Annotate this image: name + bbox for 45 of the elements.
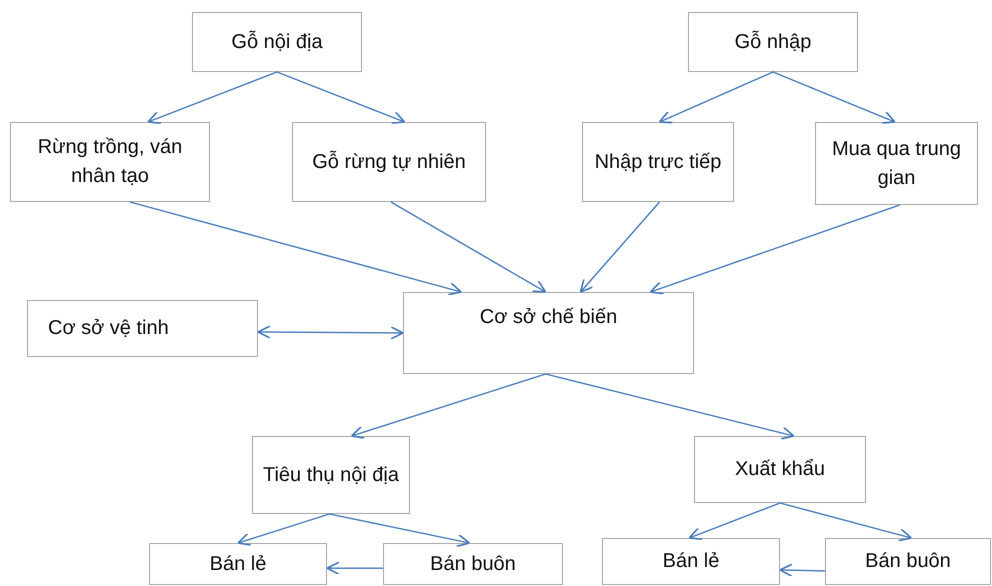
box-label: Tiêu thụ nội địa <box>262 462 399 488</box>
arrow <box>130 201 462 296</box>
box-label: Cơ sở vệ tinh <box>48 316 169 341</box>
arrow <box>580 202 660 293</box>
process-box <box>403 292 694 374</box>
box-label: Gỗ nội địa <box>231 30 323 54</box>
box-label: Rừng trồng, ván nhân tạo <box>36 135 184 189</box>
process-box <box>27 300 258 357</box>
box-label: Gỗ rừng tự nhiên <box>312 150 466 174</box>
process-box <box>582 122 734 202</box>
box-label: Bán lẻ <box>662 549 720 574</box>
box-label: Cơ sở chế biến <box>480 305 618 330</box>
process-box <box>688 12 858 72</box>
arrow <box>350 373 546 439</box>
process-box <box>192 12 362 72</box>
box-label: Bán buôn <box>865 549 951 574</box>
process-box <box>252 436 410 514</box>
arrow <box>650 204 900 295</box>
arrow <box>257 325 404 340</box>
arrow <box>772 71 896 124</box>
arrow <box>326 561 383 576</box>
box-label: Gỗ nhập <box>734 30 812 54</box>
arrow <box>688 502 780 540</box>
arrow <box>237 513 330 546</box>
process-box <box>602 538 780 585</box>
arrow <box>329 513 470 548</box>
box-label: Bán buôn <box>430 552 516 576</box>
process-box <box>292 122 486 202</box>
box-label: Xuất khẩu <box>734 457 826 482</box>
process-box <box>825 538 991 585</box>
process-box <box>10 122 210 202</box>
arrow <box>658 71 774 124</box>
arrow <box>390 201 546 293</box>
box-label: Mua qua trung gian <box>831 136 962 190</box>
arrow <box>779 563 826 578</box>
box-label: Bán lẻ <box>210 552 266 576</box>
process-box <box>815 122 978 205</box>
arrow <box>276 71 406 124</box>
arrow <box>147 71 278 124</box>
arrow <box>780 502 912 542</box>
process-box <box>694 436 866 503</box>
process-box <box>149 543 327 585</box>
arrow <box>545 373 795 440</box>
process-box <box>383 543 563 585</box>
box-label: Nhập trực tiếp <box>594 150 722 174</box>
